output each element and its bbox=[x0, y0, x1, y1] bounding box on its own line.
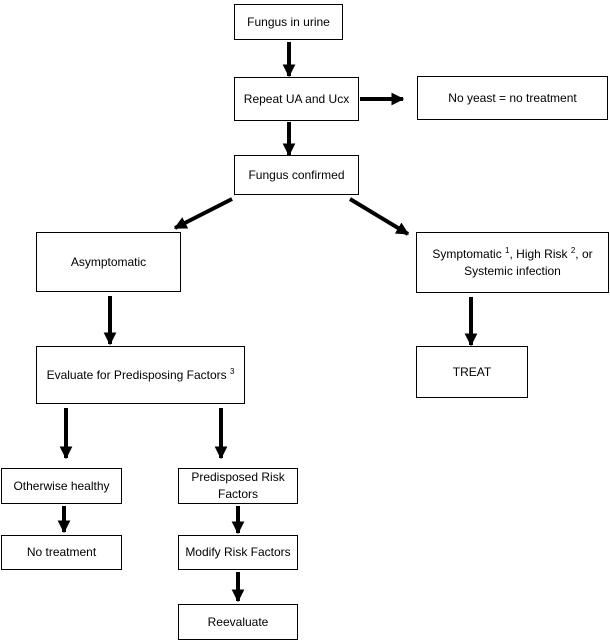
node-reevaluate: Reevaluate bbox=[178, 604, 298, 640]
symptomatic-text-part1: Symptomatic bbox=[432, 246, 506, 261]
node-symptomatic-line1: Symptomatic 1, High Risk 2, or bbox=[432, 245, 593, 261]
node-no-treatment-label: No treatment bbox=[26, 545, 97, 559]
node-otherwise-healthy-label: Otherwise healthy bbox=[13, 478, 110, 493]
node-treat: TREAT bbox=[416, 346, 528, 398]
node-evaluate: Evaluate for Predisposing Factors 3 bbox=[36, 346, 245, 404]
node-predisposed-line2: Factors bbox=[217, 487, 258, 501]
node-predisposed: Predisposed Risk Factors bbox=[178, 468, 298, 504]
node-asymptomatic-label: Asymptomatic bbox=[70, 254, 147, 269]
node-asymptomatic: Asymptomatic bbox=[36, 232, 181, 292]
node-evaluate-text: Evaluate for Predisposing Factors 3 bbox=[47, 367, 235, 384]
node-no-treatment: No treatment bbox=[1, 535, 122, 570]
node-symptomatic: Symptomatic 1, High Risk 2, or Systemic … bbox=[416, 232, 609, 293]
node-no-yeast-label: No yeast = no treatment bbox=[448, 90, 577, 105]
arrow-confirmed-to-symptomatic bbox=[348, 197, 410, 236]
node-no-yeast: No yeast = no treatment bbox=[417, 76, 608, 120]
node-predisposed-line1: Predisposed Risk bbox=[191, 470, 285, 484]
node-treat-label: TREAT bbox=[452, 364, 492, 379]
symptomatic-footnote-1: 1 bbox=[505, 245, 510, 255]
node-symptomatic-text: Symptomatic 1, High Risk 2, or Systemic … bbox=[432, 246, 592, 280]
node-reevaluate-label: Reevaluate bbox=[207, 614, 269, 629]
node-repeat-ua-ucx-label: Repeat UA and Ucx bbox=[243, 91, 350, 106]
node-fungus-confirmed: Fungus confirmed bbox=[234, 155, 359, 195]
node-symptomatic-line2: Systemic infection bbox=[464, 263, 561, 278]
node-fungus-in-urine-label: Fungus in urine bbox=[247, 14, 330, 29]
node-repeat-ua-ucx: Repeat UA and Ucx bbox=[234, 77, 359, 121]
node-modify-label: Modify Risk Factors bbox=[185, 545, 291, 559]
node-fungus-in-urine: Fungus in urine bbox=[234, 4, 343, 40]
arrow-confirmed-to-asymptomatic bbox=[173, 197, 233, 230]
node-otherwise-healthy: Otherwise healthy bbox=[1, 468, 122, 504]
symptomatic-text-part2: , High Risk bbox=[509, 246, 571, 261]
node-fungus-confirmed-label: Fungus confirmed bbox=[248, 167, 345, 182]
evaluate-text-part1: Evaluate for Predisposing Factors bbox=[46, 367, 230, 382]
symptomatic-footnote-2: 2 bbox=[570, 245, 576, 255]
evaluate-footnote-3: 3 bbox=[229, 366, 235, 376]
symptomatic-text-part3: , or bbox=[575, 246, 593, 261]
node-predisposed-text: Predisposed Risk Factors bbox=[191, 469, 284, 503]
node-modify: Modify Risk Factors bbox=[178, 535, 298, 570]
